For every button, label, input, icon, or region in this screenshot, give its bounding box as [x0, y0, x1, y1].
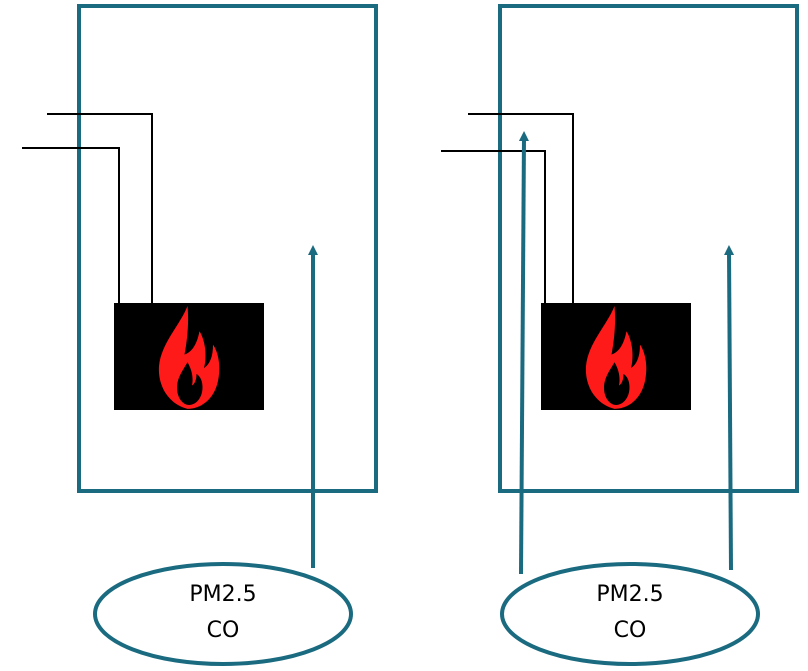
sampling-arrow-inner — [518, 131, 529, 575]
wire-top — [468, 113, 574, 305]
sensor-label-pm25: PM2.5 — [189, 582, 256, 607]
input-wires — [441, 113, 574, 305]
panel-left: PM2.5 CO — [22, 4, 378, 666]
wire-bottom — [22, 147, 120, 305]
sensor-label-co: CO — [614, 618, 647, 643]
chamber-frame — [498, 4, 799, 493]
sensor-ellipse: PM2.5 CO — [93, 562, 353, 666]
wire-bottom — [441, 150, 546, 305]
sampling-arrow — [724, 245, 735, 571]
sensor-label-pm25: PM2.5 — [596, 582, 663, 607]
chamber-frame — [77, 4, 378, 493]
wire-top — [47, 113, 153, 305]
sensor-ellipse: PM2.5 CO — [500, 562, 760, 666]
panel-right: PM2.5 CO — [441, 4, 799, 666]
input-wires — [22, 113, 153, 305]
sensor-label-co: CO — [207, 618, 240, 643]
